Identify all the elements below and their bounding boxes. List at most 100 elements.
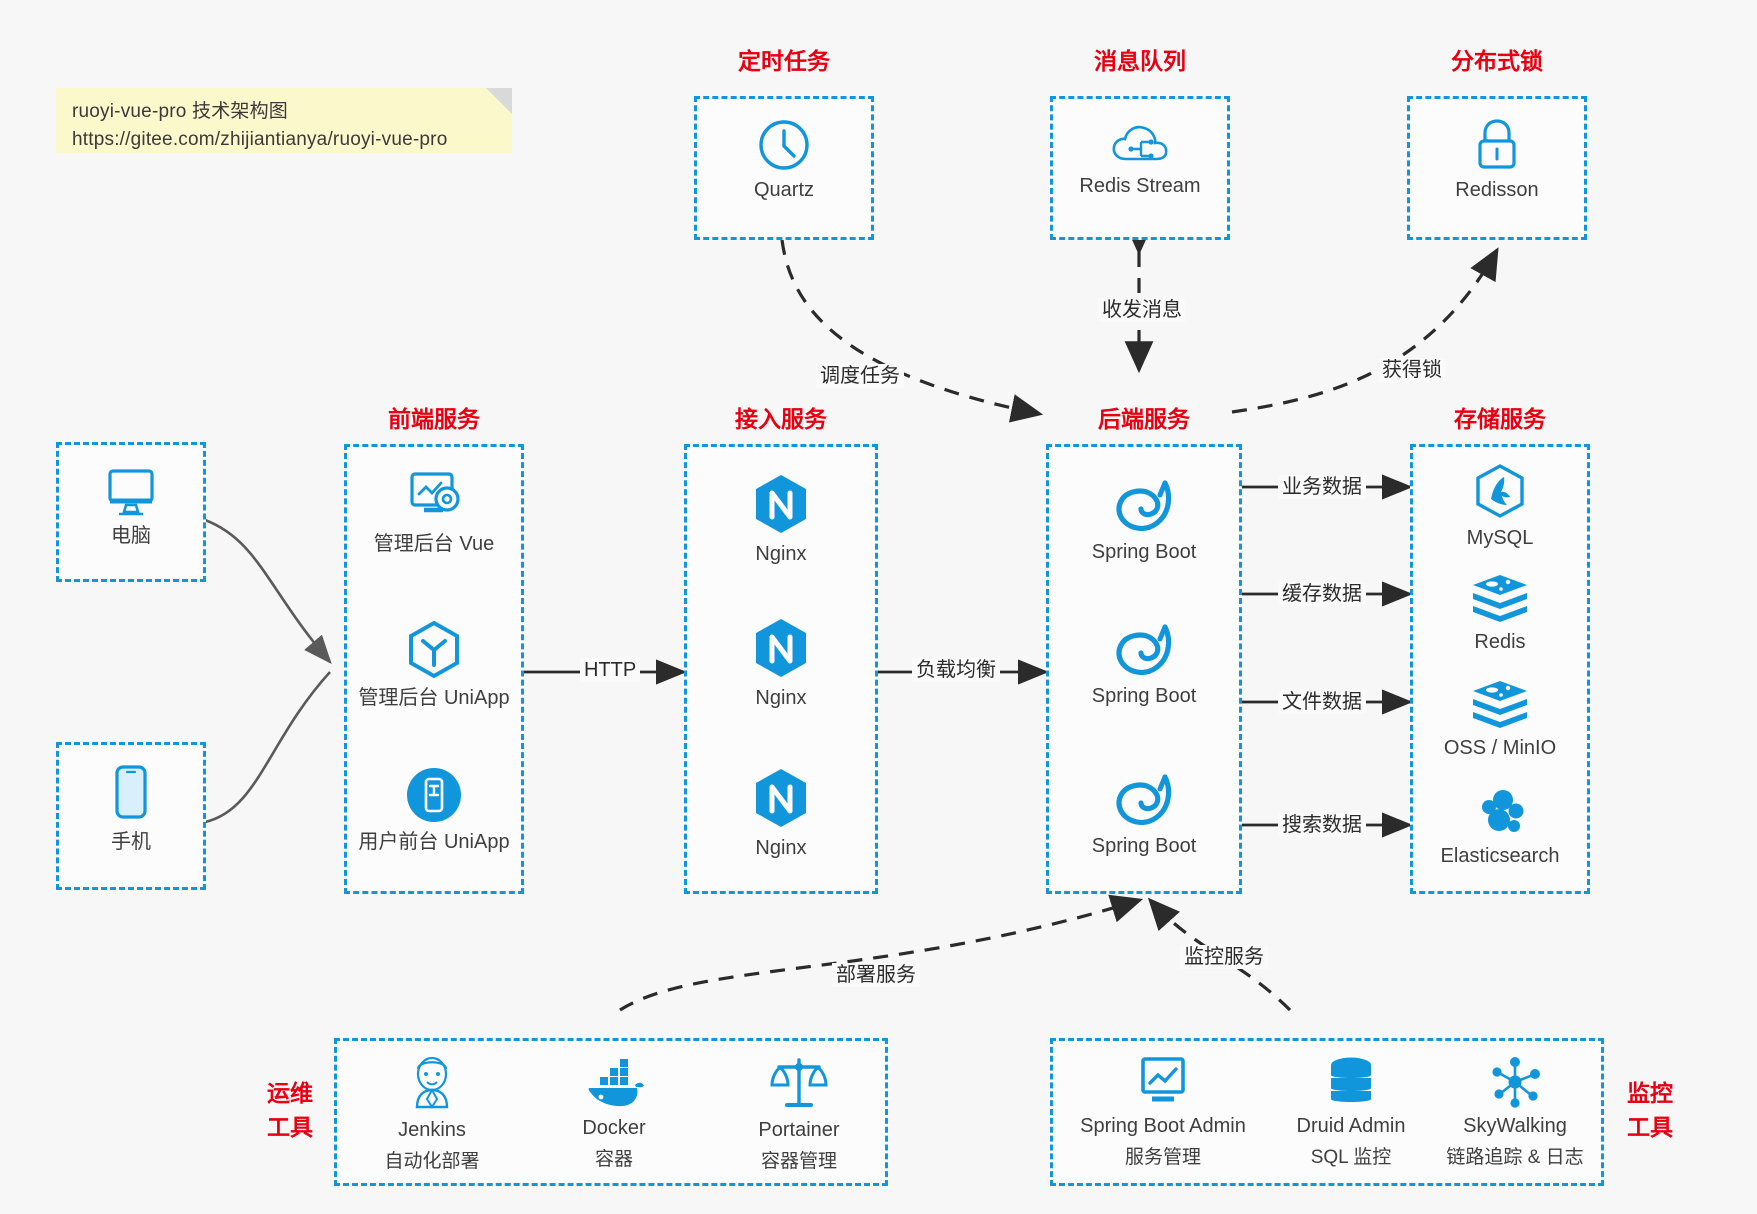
node-spring-boot-1[interactable]: Spring Boot <box>1049 473 1239 566</box>
edge-label-file-data: 文件数据 <box>1278 690 1366 714</box>
node-label-quartz: Quartz <box>753 179 815 201</box>
node-label-admin-vue: 管理后台 Vue <box>373 533 495 555</box>
dashboard-gear-icon <box>410 472 460 513</box>
edge-label-monitor-service: 监控服务 <box>1180 945 1268 969</box>
node-docker[interactable]: Docker 容器 <box>539 1057 689 1173</box>
group-title-storage: 存储服务 <box>1454 406 1546 432</box>
node-skywalking[interactable]: SkyWalking 链路追踪 & 日志 <box>1425 1055 1605 1171</box>
mysql-icon <box>1476 464 1524 518</box>
node-label-skywalking: SkyWalking <box>1463 1115 1567 1137</box>
node-label-portainer: Portainer <box>758 1119 840 1141</box>
node-label-phone: 手机 <box>111 831 151 853</box>
node-label-elasticsearch: Elasticsearch <box>1440 845 1560 867</box>
node-label-nginx-2: Nginx <box>755 687 807 709</box>
node-sublabel-docker: 容器 <box>594 1149 633 1170</box>
node-user-uniapp[interactable]: 用户前台 UniApp <box>347 765 521 856</box>
edge-label-search-data: 搜索数据 <box>1278 813 1366 837</box>
desktop-monitor-icon <box>108 469 154 516</box>
skywalking-node-icon <box>1492 1057 1540 1108</box>
monitor-chart-icon <box>1141 1057 1185 1102</box>
node-label-nginx-3: Nginx <box>755 837 807 859</box>
smartphone-icon <box>115 765 147 819</box>
node-druid-admin[interactable]: Druid Admin SQL 监控 <box>1271 1055 1431 1171</box>
database-cylinder-icon <box>1331 1057 1371 1102</box>
node-redis-stream[interactable]: Redis Stream <box>1053 119 1227 200</box>
node-spring-boot-2[interactable]: Spring Boot <box>1049 617 1239 710</box>
group-title-monitor-line2: 工具 <box>1627 1114 1673 1140</box>
node-spring-boot-admin[interactable]: Spring Boot Admin 服务管理 <box>1063 1055 1263 1171</box>
node-mysql[interactable]: MySQL <box>1413 463 1587 552</box>
jenkins-butler-icon <box>415 1056 449 1109</box>
spring-boot-icon <box>1116 774 1172 825</box>
uniapp-cube-icon <box>409 620 459 679</box>
edge-label-send-receive-message: 收发消息 <box>1098 298 1186 322</box>
node-label-admin-uniapp: 管理后台 UniApp <box>358 687 510 709</box>
group-title-monitor-line1: 监控 <box>1627 1080 1673 1106</box>
node-spring-boot-3[interactable]: Spring Boot <box>1049 767 1239 860</box>
group-box-mq: Redis Stream <box>1050 96 1230 240</box>
node-label-druid-admin: Druid Admin <box>1296 1115 1406 1137</box>
clock-icon <box>759 120 809 170</box>
node-nginx-3[interactable]: Nginx <box>687 767 875 862</box>
nginx-icon <box>756 475 806 533</box>
node-sublabel-skywalking: 链路追踪 & 日志 <box>1446 1147 1584 1168</box>
group-box-gateway: Nginx Nginx Nginx <box>684 444 878 894</box>
group-title-devops-line1: 运维 <box>267 1080 313 1106</box>
note-line-2: https://gitee.com/zhijiantianya/ruoyi-vu… <box>72 129 448 150</box>
group-title-devops-line2: 工具 <box>267 1114 313 1140</box>
node-label-mysql: MySQL <box>1466 527 1534 549</box>
redis-icon <box>1473 575 1527 622</box>
node-portainer[interactable]: Portainer 容器管理 <box>719 1055 879 1175</box>
node-label-desktop: 电脑 <box>111 525 151 547</box>
node-label-docker: Docker <box>582 1117 646 1139</box>
cloud-stream-icon <box>1112 125 1168 161</box>
node-redis[interactable]: Redis <box>1413 573 1587 656</box>
note-line-1: ruoyi-vue-pro 技术架构图 <box>72 101 289 122</box>
edge-label-deploy-service: 部署服务 <box>832 963 920 987</box>
redis-icon <box>1473 681 1527 728</box>
node-redisson[interactable]: Redisson <box>1410 117 1584 204</box>
docker-whale-icon <box>588 1059 644 1107</box>
node-nginx-2[interactable]: Nginx <box>687 617 875 712</box>
node-quartz[interactable]: Quartz <box>697 117 871 204</box>
node-sublabel-spring-boot-admin: 服务管理 <box>1124 1147 1201 1168</box>
lock-icon <box>1478 119 1516 169</box>
group-title-backend: 后端服务 <box>1098 406 1190 432</box>
group-title-scheduler: 定时任务 <box>738 48 830 74</box>
node-desktop[interactable]: 电脑 <box>59 465 203 550</box>
group-box-lock: Redisson <box>1407 96 1587 240</box>
edge-label-business-data: 业务数据 <box>1278 475 1366 499</box>
group-box-storage: MySQL Redis OSS / MinIO <box>1410 444 1590 894</box>
scales-icon <box>770 1058 828 1107</box>
node-label-nginx-1: Nginx <box>755 543 807 565</box>
group-title-lock: 分布式锁 <box>1451 48 1543 74</box>
sticky-note: ruoyi-vue-pro 技术架构图 https://gitee.com/zh… <box>56 88 512 153</box>
node-admin-uniapp[interactable]: 管理后台 UniApp <box>347 619 521 712</box>
group-title-monitor: 监控 工具 <box>1618 1076 1682 1144</box>
node-label-jenkins: Jenkins <box>398 1119 466 1141</box>
nginx-icon <box>756 619 806 677</box>
node-label-spring-boot-admin: Spring Boot Admin <box>1080 1115 1246 1137</box>
group-box-monitor: Spring Boot Admin 服务管理 Druid Admin SQL 监… <box>1050 1038 1604 1186</box>
group-box-devops: Jenkins 自动化部署 Docker 容器 <box>334 1038 888 1186</box>
node-label-redis-stream: Redis Stream <box>1079 175 1201 197</box>
node-nginx-1[interactable]: Nginx <box>687 473 875 568</box>
node-elasticsearch[interactable]: Elasticsearch <box>1413 787 1587 870</box>
node-admin-vue[interactable]: 管理后台 Vue <box>347 469 521 558</box>
group-title-devops: 运维 工具 <box>258 1076 322 1144</box>
node-jenkins[interactable]: Jenkins 自动化部署 <box>357 1055 507 1175</box>
group-title-frontend: 前端服务 <box>388 406 480 432</box>
note-fold-corner <box>486 88 512 114</box>
edge-label-schedule-task: 调度任务 <box>816 364 904 388</box>
group-box-scheduler: Quartz <box>694 96 874 240</box>
node-phone[interactable]: 手机 <box>59 763 203 856</box>
edge-label-http: HTTP <box>580 658 641 682</box>
node-sublabel-jenkins: 自动化部署 <box>384 1151 480 1172</box>
node-oss-minio[interactable]: OSS / MinIO <box>1413 679 1587 762</box>
group-title-mq: 消息队列 <box>1094 48 1186 74</box>
group-box-backend: Spring Boot Spring Boot Spring Boot <box>1046 444 1242 894</box>
node-label-spring-boot-3: Spring Boot <box>1091 835 1197 857</box>
node-label-redis: Redis <box>1474 631 1526 653</box>
edge-label-load-balance: 负载均衡 <box>912 658 1000 682</box>
